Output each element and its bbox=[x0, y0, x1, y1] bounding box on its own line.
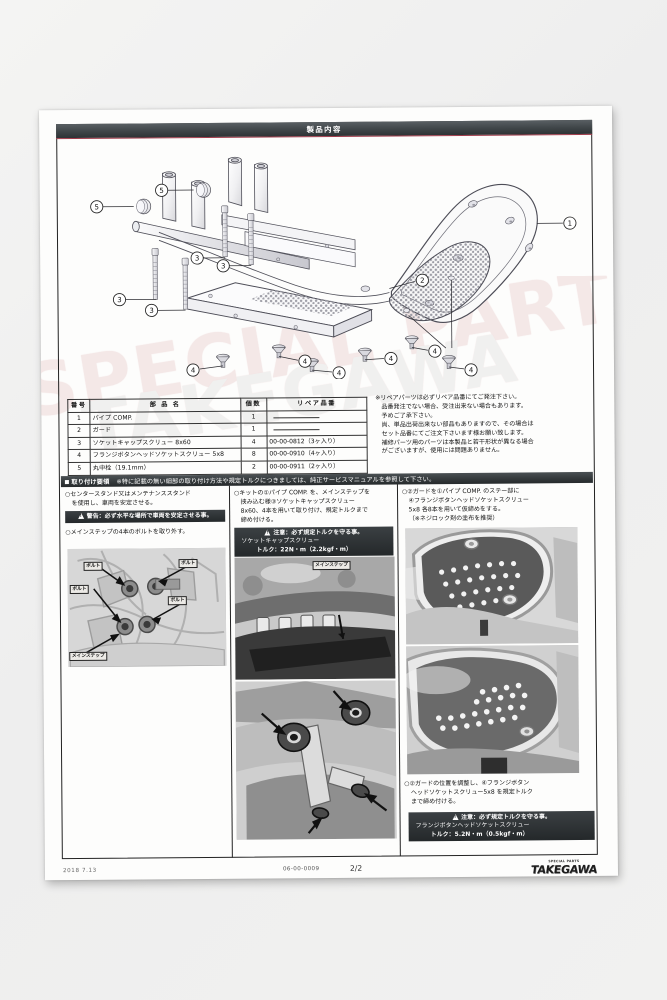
cell-repair: 00-00-0911（2ヶ入り） bbox=[266, 460, 368, 474]
cell-qty: 8 bbox=[240, 448, 267, 462]
caution-triangle-icon: ! bbox=[264, 529, 271, 536]
table-row: 5 丸中栓（19.1mm） 2 00-00-0911（2ヶ入り） bbox=[68, 460, 368, 476]
photo-install-pipe-upper: メインステップ bbox=[234, 556, 396, 680]
svg-text:2: 2 bbox=[420, 277, 425, 285]
cell-no: 1 bbox=[67, 411, 91, 425]
cell-name: パイプ COMP. bbox=[89, 410, 241, 425]
cell-name: ソケットキャップスクリュー 8x60 bbox=[90, 435, 241, 450]
svg-text:4: 4 bbox=[337, 369, 342, 377]
install-header-title: 取り付け要領 bbox=[71, 478, 110, 487]
step-line: まで締め付ける。 bbox=[410, 797, 460, 806]
left-step2-text: ○メインステップの4本のボルトを取り外す。 bbox=[61, 522, 229, 537]
photo-label-bolt: ボルト bbox=[178, 559, 198, 568]
svg-text:5: 5 bbox=[159, 187, 164, 195]
footer-page-number: 2/2 bbox=[349, 863, 363, 873]
note-line: がございますが、使用には問題ありません。 bbox=[381, 447, 504, 456]
photo-label-main-step: メインステップ bbox=[312, 560, 351, 570]
cell-qty: 1 bbox=[240, 423, 267, 436]
svg-text:3: 3 bbox=[195, 255, 200, 263]
svg-text:3: 3 bbox=[149, 307, 154, 315]
photo-install-pipe-lower bbox=[235, 680, 397, 840]
svg-text:5: 5 bbox=[94, 203, 99, 211]
step-line: を使用し、車両を安定させる。 bbox=[71, 499, 157, 508]
photo-guard-install-upper bbox=[405, 527, 579, 645]
svg-text:4: 4 bbox=[469, 366, 474, 374]
cell-qty: 2 bbox=[240, 460, 267, 474]
cell-name: フランジボタンヘッドソケットスクリュー 5x8 bbox=[90, 448, 241, 463]
right-step-text: ○②ガードを①パイプ COMP. のステー部に ④フランジボタンヘッドソケットス… bbox=[398, 483, 592, 524]
repair-parts-note: ※リペアパーツは必ずリペア品番にてご発注下さい。 品番発注でない場合、受注出来な… bbox=[375, 393, 589, 457]
photo-label-bolt: ボルト bbox=[69, 584, 90, 594]
col-header-qty: 個数 bbox=[240, 397, 267, 411]
cell-name: 丸中栓（19.1mm） bbox=[90, 461, 241, 475]
col-header-repair: リペア品番 bbox=[266, 397, 367, 411]
step-line: 締め付ける。 bbox=[240, 516, 278, 524]
svg-text:3: 3 bbox=[117, 296, 122, 304]
caution-label: 注意 bbox=[461, 814, 474, 821]
cell-qty: 1 bbox=[240, 410, 267, 424]
caution-torque: トルク：22N・m（2.2kgf・m） bbox=[256, 546, 353, 554]
photo-guard-install-lower bbox=[406, 645, 580, 775]
svg-text:1: 1 bbox=[568, 220, 573, 228]
instruction-column-right: ○②ガードを①パイプ COMP. のステー部に ④フランジボタンヘッドソケットス… bbox=[398, 483, 595, 857]
footer-date: 2018 7.13 bbox=[62, 867, 97, 875]
step-line: （※ネジロック剤の塗布を推奨） bbox=[408, 514, 499, 523]
instruction-columns: ○センタースタンド又はメンテナンススタンド を使用し、車両を安定させる。 !警告… bbox=[60, 483, 596, 860]
cell-no: 3 bbox=[68, 437, 91, 450]
svg-text:4: 4 bbox=[389, 355, 394, 363]
svg-text:4: 4 bbox=[433, 348, 438, 356]
warning-label: 警告 bbox=[86, 513, 99, 520]
caution-triangle-icon: ! bbox=[452, 813, 459, 821]
caution-torque: トルク：5.2N・m（0.5kgf・m） bbox=[430, 831, 529, 839]
cell-no: 2 bbox=[67, 424, 91, 438]
footer-part-number: 06-00-0009 bbox=[282, 866, 320, 873]
photo-label-bolt: ボルト bbox=[83, 561, 103, 571]
photo-main-step-bolts: ボルト ボルト ボルト ボルト メインステップ bbox=[67, 547, 227, 668]
cell-repair bbox=[266, 422, 368, 436]
cell-repair bbox=[266, 409, 367, 424]
caution-text: 必ず規定トルクを守る事。 bbox=[291, 529, 364, 537]
bullet-square-icon bbox=[64, 479, 69, 484]
left-step-text: ○センタースタンド又はメンテナンススタンド を使用し、車両を安定させる。 bbox=[61, 486, 229, 508]
caution-label: 注意 bbox=[273, 530, 286, 537]
parts-table: 番号 部 品 名 個数 リペア品番 1 パイプ COMP. 1 2 ガード 1 bbox=[67, 397, 368, 476]
cell-qty: 4 bbox=[240, 435, 267, 449]
photo-label-main-step: メインステップ bbox=[69, 651, 108, 661]
cell-repair: 00-00-0812（3ヶ入り） bbox=[266, 434, 368, 449]
caution-banner-mid: !注意：必ず規定トルクを守る事。 ソケットキャップスクリュー トルク：22N・m… bbox=[234, 526, 394, 557]
cell-repair: 00-00-0910（4ヶ入り） bbox=[266, 447, 368, 461]
svg-text:3: 3 bbox=[221, 262, 226, 270]
right-step2-text: ○②ガードの位置を調整し、④フランジボタン ヘッドソケットスクリュー5x8 を規… bbox=[400, 775, 602, 807]
takegawa-logo: SPECIAL PARTS TAKEGAWA bbox=[530, 859, 598, 877]
cell-no: 5 bbox=[68, 462, 91, 476]
step-line: ○メインステップの4本のボルトを取り外す。 bbox=[65, 528, 189, 537]
caution-text: 必ず規定トルクを守る事。 bbox=[479, 814, 552, 821]
cell-name: ガード bbox=[90, 423, 241, 438]
photo-label-bolt: ボルト bbox=[167, 596, 188, 606]
page-footer: 2018 7.13 06-00-0009 2/2 SPECIAL PARTS T… bbox=[45, 859, 618, 888]
cell-no: 4 bbox=[68, 449, 91, 463]
page-title: 製品内容 bbox=[306, 124, 342, 134]
exploded-diagram: 5 5 3 3 3 3 1 2 4 4 4 4 4 4 bbox=[58, 137, 592, 381]
svg-text:4: 4 bbox=[303, 358, 308, 366]
warning-text: 必ず水平な場所で車両を安定させる事。 bbox=[104, 512, 213, 520]
caution-banner-right: !注意：必ず規定トルクを守る事。 フランジボタンヘッドソケットスクリュー トルク… bbox=[408, 810, 595, 842]
mid-step-text: ○キットの①パイプ COMP. を、メインステップを 挟み込む様③ソケットキャッ… bbox=[230, 484, 397, 524]
instruction-column-left: ○センタースタンド又はメンテナンススタンド を使用し、車両を安定させる。 !警告… bbox=[60, 485, 233, 860]
logo-wordmark: TAKEGAWA bbox=[530, 862, 598, 877]
svg-text:4: 4 bbox=[191, 367, 196, 375]
instruction-column-middle: ○キットの①パイプ COMP. を、メインステップを 挟み込む様③ソケットキャッ… bbox=[229, 484, 401, 858]
col-header-name: 部 品 名 bbox=[89, 398, 241, 412]
warning-triangle-icon: ! bbox=[77, 512, 84, 519]
instruction-sheet: SPECIAL PARTS TAKEGAWA 製品内容 bbox=[38, 105, 619, 881]
col-header-no: 番号 bbox=[67, 399, 90, 413]
